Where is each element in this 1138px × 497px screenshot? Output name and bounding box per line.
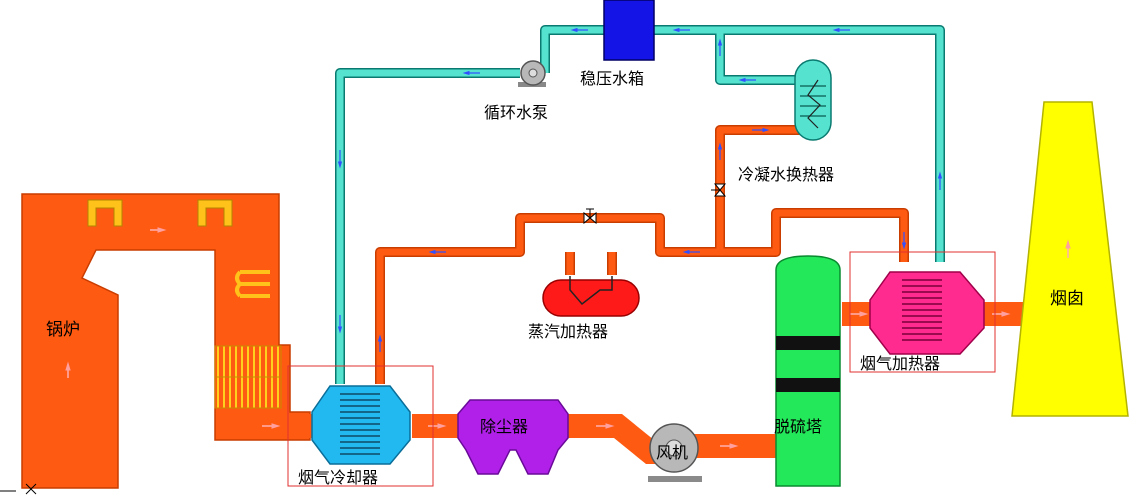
cold-water-arrows	[337, 27, 943, 334]
condensate-exchanger-label: 冷凝水换热器	[738, 165, 834, 184]
flue-duct	[262, 302, 1028, 464]
valve-icon[interactable]	[711, 183, 727, 197]
dust-collector[interactable]	[457, 399, 569, 475]
circulation-pump[interactable]	[518, 60, 546, 87]
valve-icon[interactable]	[583, 208, 597, 225]
cursor-mark	[0, 483, 37, 495]
flue-heater[interactable]	[869, 271, 985, 355]
pressure-tank-label: 稳压水箱	[580, 69, 644, 88]
cold-water-pipe-fill	[336, 26, 944, 384]
chimney	[1011, 101, 1129, 417]
circulation-pump-label: 循环水泵	[484, 103, 548, 122]
steam-heater-label: 蒸汽加热器	[528, 322, 608, 341]
chimney-label: 烟囱	[1050, 289, 1084, 309]
desulfurization-tower[interactable]	[775, 255, 841, 487]
condensate-exchanger[interactable]	[794, 59, 832, 141]
flue-cooler-label: 烟气冷却器	[298, 468, 378, 487]
desulfurization-tower-label: 脱硫塔	[774, 417, 822, 436]
flue-cooler-highlight-box	[287, 365, 434, 487]
steam-heater[interactable]	[542, 276, 640, 317]
hot-water-arrows	[377, 127, 907, 352]
pressure-tank[interactable]	[603, 0, 655, 61]
flue-heater-label: 烟气加热器	[860, 354, 940, 373]
fan[interactable]	[648, 423, 702, 482]
dust-collector-label: 除尘器	[480, 417, 528, 436]
boiler-label: 锅炉	[46, 320, 80, 340]
fan-label: 风机	[656, 443, 688, 462]
boiler	[21, 193, 311, 489]
hot-water-pipe-fill	[376, 126, 908, 384]
flue-cooler[interactable]	[311, 385, 411, 465]
flue-heater-highlight-box	[849, 251, 996, 373]
